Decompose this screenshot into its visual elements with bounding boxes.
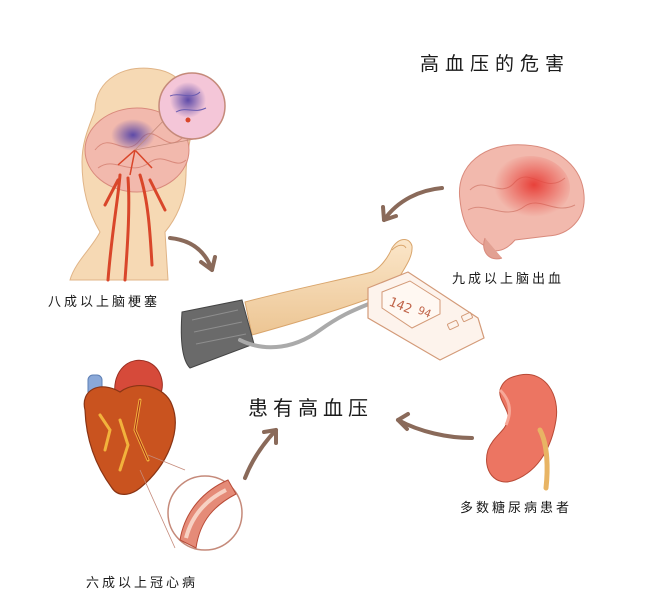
- air-tube: [238, 298, 380, 350]
- caption-coronary-disease: 六成以上冠心病: [86, 576, 199, 591]
- heart-shape: [83, 384, 176, 495]
- diastolic-reading: 94: [416, 304, 434, 321]
- arrow-to-infarction: [168, 236, 217, 272]
- cuff: [180, 299, 255, 369]
- page-title: 高血压的危害: [420, 53, 571, 75]
- arrow-to-diabetes: [396, 412, 474, 440]
- arrows: [168, 186, 474, 480]
- neck-arteries: [103, 173, 167, 282]
- heart-coronary-figure: [83, 359, 243, 551]
- caption-cerebral-infarction: 八成以上脑梗塞: [48, 295, 161, 310]
- brain-hemorrhage-figure: [458, 144, 585, 260]
- clot-area: [111, 119, 155, 151]
- brainstem: [483, 237, 503, 260]
- hemorrhage-area: [490, 156, 570, 220]
- monitor-screen: [381, 280, 441, 329]
- kidney-figure: [486, 373, 558, 491]
- arrow-to-hemorrhage: [381, 186, 444, 222]
- center-label-hypertension: 患有高血压: [248, 396, 373, 420]
- head-brain-infarction-figure: [69, 67, 226, 282]
- arm: [244, 239, 413, 336]
- caption-diabetes: 多数糖尿病患者: [460, 501, 573, 516]
- bp-monitor: 142 94: [367, 271, 485, 361]
- arrow-to-coronary: [243, 428, 278, 480]
- blood-pressure-measurement-figure: 142 94: [180, 239, 485, 369]
- caption-cerebral-hemorrhage: 九成以上脑出血: [452, 272, 565, 287]
